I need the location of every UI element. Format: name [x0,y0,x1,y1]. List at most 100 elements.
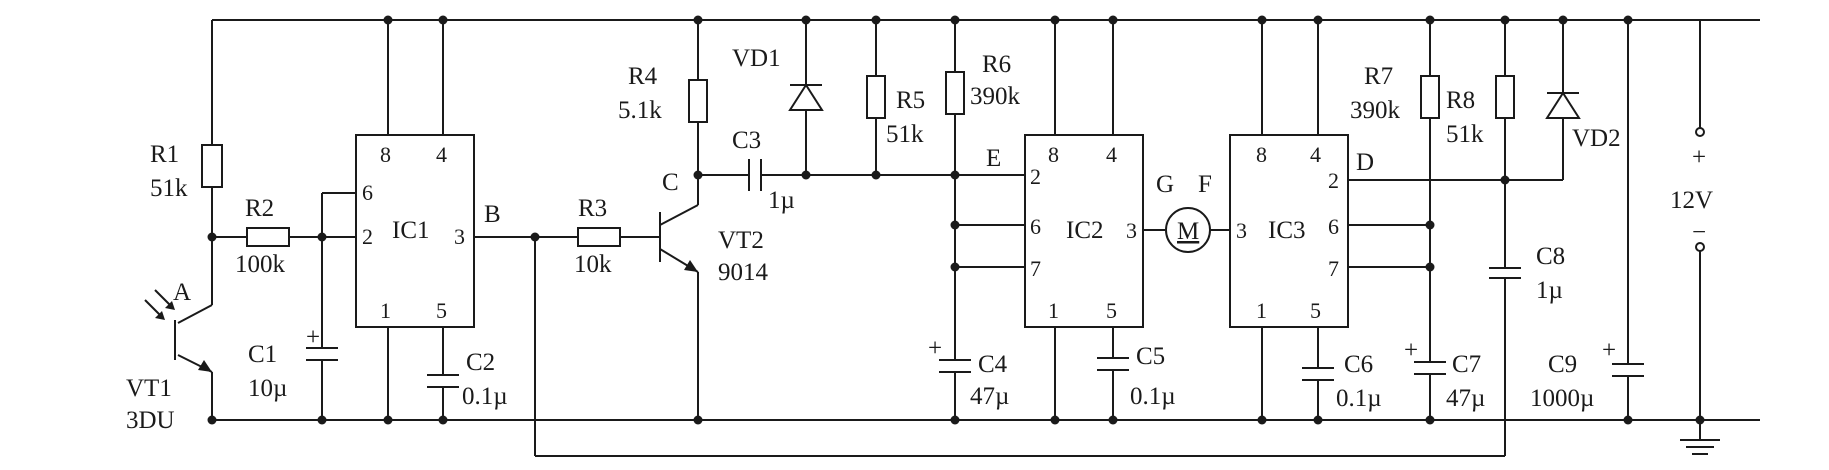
ic3-pin-6: 6 [1328,214,1339,239]
junction-dot [950,15,960,25]
junction-dot [317,415,327,425]
r8-resistor: R8 51k [1446,20,1515,268]
vd1-name: VD1 [732,45,781,72]
ic3-pin-2: 2 [1328,168,1339,193]
junction-dot [383,15,393,25]
r5-resistor: R5 51k [866,20,925,175]
r7-name: R7 [1364,63,1393,90]
junction-dot [317,232,327,242]
ic2-pin-3: 3 [1126,218,1137,243]
return-wire [534,237,1506,457]
c2-capacitor: C2 0.1µ [427,349,508,420]
node-f-label: F [1198,171,1212,198]
r6-name: R6 [982,51,1011,78]
ic2-pin-2: 2 [1030,164,1041,189]
junction-dot [1257,15,1267,25]
junction-dot [871,170,881,180]
r6-resistor: R6 390k [945,20,1021,360]
r5-name: R5 [896,87,925,114]
r2-name: R2 [245,195,274,222]
r3-name: R3 [578,195,607,222]
c5-value: 0.1µ [1130,383,1176,410]
junction-dot [1425,15,1435,25]
junction-dot [1500,15,1510,25]
power-voltage: 12V [1670,187,1713,214]
c4-value: 47µ [970,383,1009,410]
ic2-pin-6: 6 [1030,214,1041,239]
c4-polarity: + [928,335,942,362]
junction-dot [871,15,881,25]
junction-dot [1558,15,1568,25]
c8-value: 1µ [1536,277,1563,304]
r4-name: R4 [628,63,658,90]
c7-value: 47µ [1446,385,1485,412]
c2-value: 0.1µ [462,383,508,410]
node-c-label: C [662,169,679,196]
r8-value: 51k [1446,121,1484,148]
ic3-pin-3: 3 [1236,218,1247,243]
r6-value: 390k [970,83,1021,110]
vd2-diode: VD2 [1545,20,1621,180]
ic1-pin-6: 6 [362,180,373,205]
c4-name: C4 [978,351,1008,378]
c5-capacitor: C5 0.1µ [1097,343,1176,420]
motor: M G F [1156,171,1230,253]
junction-dot [1623,415,1633,425]
junction-dot [1050,415,1060,425]
ic2-pin-1: 1 [1048,298,1059,323]
r1-name: R1 [150,141,179,168]
ic1-chip: IC1 8 4 6 2 3 1 5 B [322,20,535,420]
c4-capacitor: + C4 47µ [928,335,1009,420]
ic1-pin-4: 4 [436,142,447,167]
ic3-pin-1: 1 [1256,298,1267,323]
ic1-pin-2: 2 [362,224,373,249]
junction-dot [1313,415,1323,425]
r1-resistor: R1 51k [150,20,223,237]
c6-capacitor: C6 0.1µ [1302,351,1382,420]
motor-symbol: M [1177,218,1199,245]
node-a-label: A [173,279,191,306]
c1-name: C1 [248,341,277,368]
c9-name: C9 [1548,351,1577,378]
c3-name: C3 [732,127,761,154]
power-plus: + [1692,144,1706,171]
r4-value: 5.1k [618,97,662,124]
c3-value: 1µ [768,187,795,214]
r2-value: 100k [235,251,286,278]
ic1-pin-5: 5 [436,298,447,323]
node-e-label: E [986,145,1001,172]
junction-dot [801,15,811,25]
ic2-name: IC2 [1066,217,1104,244]
ic3-pin-7: 7 [1328,256,1339,281]
c2-name: C2 [466,349,495,376]
power-terminals: + 12V − [1670,20,1713,420]
r8-name: R8 [1446,87,1475,114]
junction-dot [207,232,217,242]
junction-dot [1425,220,1435,230]
ic1-pin-3: 3 [454,224,465,249]
c3-capacitor: C3 1µ [698,127,955,214]
junction-dot [1425,262,1435,272]
ic1-pin-1: 1 [380,298,391,323]
vd2-name: VD2 [1572,125,1621,152]
ic3-chip: IC3 8 4 2 6 7 3 1 5 D [1229,20,1563,420]
c9-polarity: + [1602,337,1616,364]
ic3-pin-5: 5 [1310,298,1321,323]
junction-dot [950,415,960,425]
r2-resistor: R2 100k [212,195,356,278]
junction-dot [950,262,960,272]
junction-dot [207,415,217,425]
r3-value: 10k [574,251,612,278]
junction-dots [207,15,1705,425]
c6-name: C6 [1344,351,1373,378]
node-b-label: B [484,201,501,228]
c5-name: C5 [1136,343,1165,370]
junction-dot [1050,15,1060,25]
r5-value: 51k [886,121,924,148]
junction-dot [1500,175,1510,185]
junction-dot [1257,415,1267,425]
c7-capacitor: + C7 47µ [1404,337,1485,420]
junction-dot [693,415,703,425]
junction-dot [950,220,960,230]
